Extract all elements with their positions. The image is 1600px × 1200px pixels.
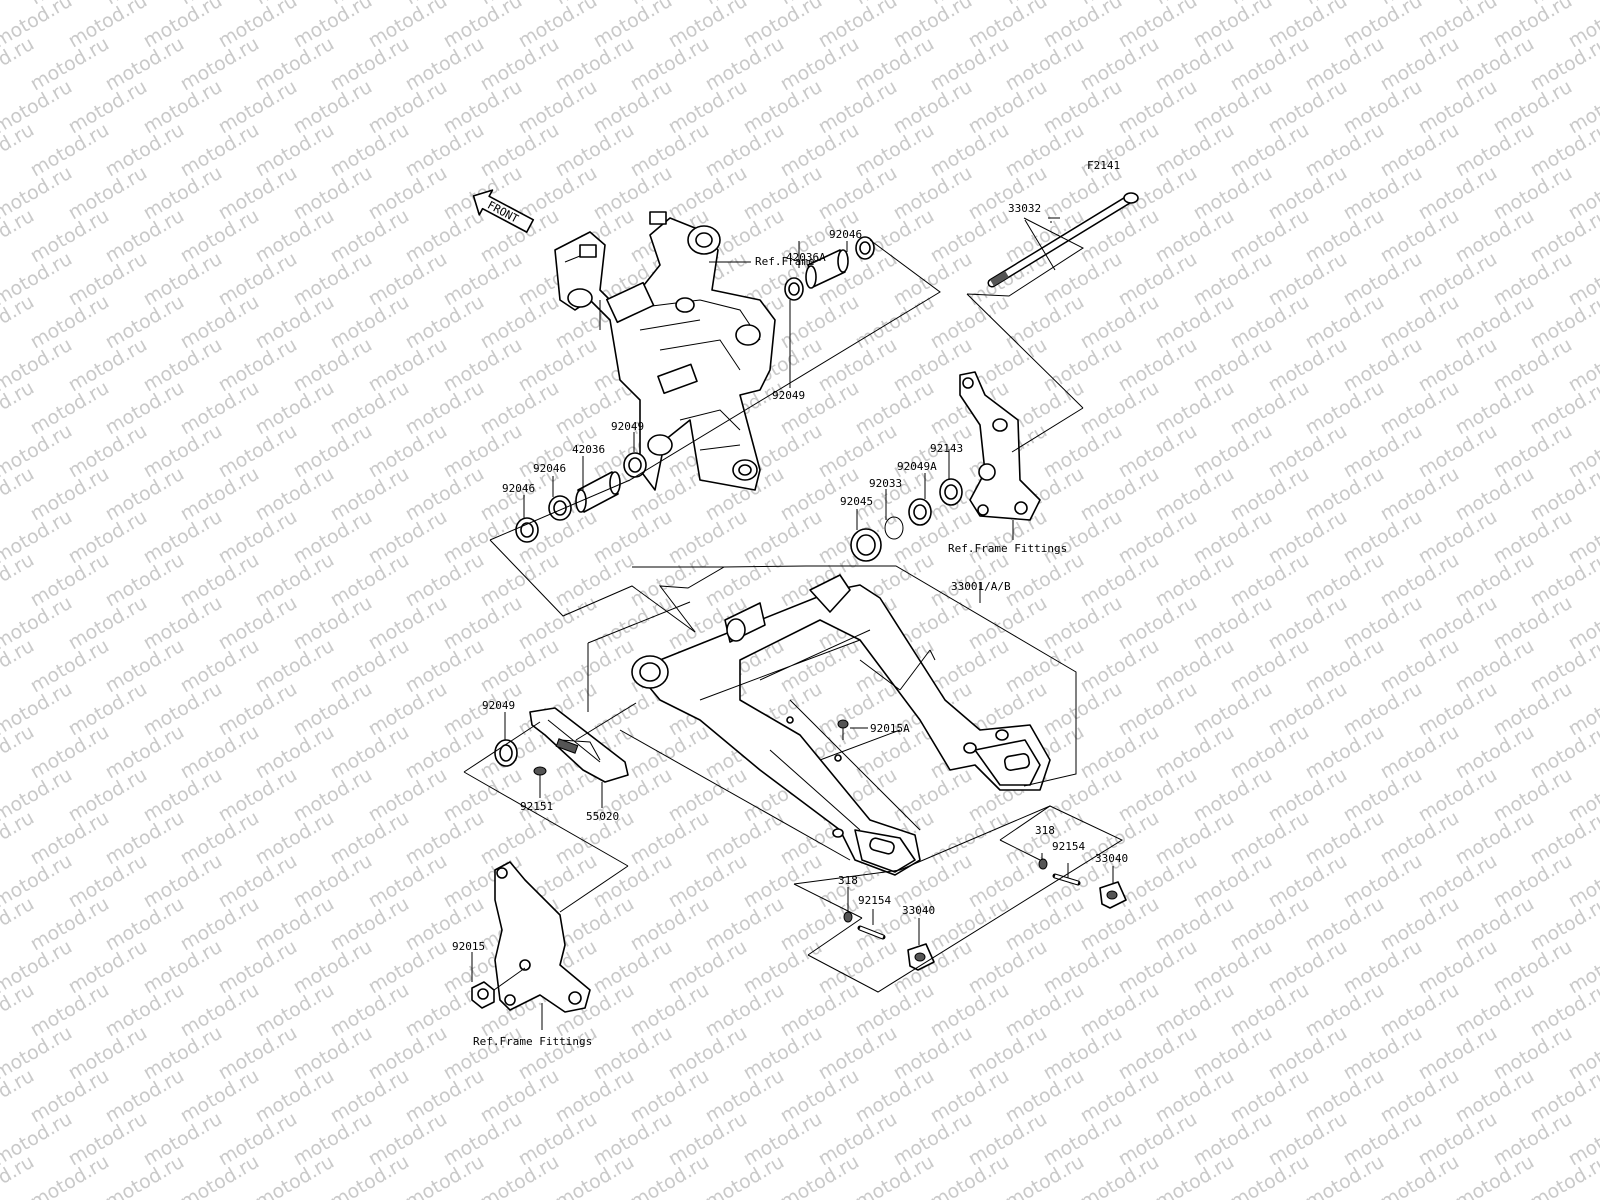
label-92154-right: 92154 [1052,840,1085,853]
leader-lines [463,217,1124,1030]
label-92015: 92015 [452,940,485,953]
label-92049-upper: 92049 [772,389,805,402]
label-92046-mid: 92046 [533,462,566,475]
watermark-text: motod.ru [1527,1151,1600,1200]
label-318-right: 318 [1035,824,1055,837]
screw-92151 [533,766,547,790]
label-92015A: 92015A [870,722,910,735]
chain-slider-55020 [529,707,629,783]
label-92049-low: 92049 [482,699,515,712]
frame-ref [554,211,776,491]
bracket-left [494,861,591,1013]
label-92151: 92151 [520,800,553,813]
label-33001: 33001/A/B [951,580,1011,593]
bolt-92015A [837,719,849,740]
label-ref-frame: Ref.Frame [755,255,815,268]
label-42036: 42036 [572,443,605,456]
label-ref-frame-fittings-left: Ref.Frame Fittings [473,1035,592,1048]
front-badge: FRONT [485,199,521,226]
part-labels: F2141 33032 Ref.Frame 92046 42036A 92049… [452,159,1128,1048]
upper-right-bearings [784,236,875,301]
label-42036A: 42036A [786,251,826,264]
axle-33032 [987,192,1139,288]
label-92049A: 92049A [897,460,937,473]
label-33040-left: 33040 [902,904,935,917]
label-92045: 92045 [840,495,873,508]
right-bearings [850,478,963,562]
washer-92049-lower [494,739,518,767]
label-92046-top: 92046 [829,228,862,241]
bracket-right [959,371,1041,521]
label-33040-right: 33040 [1095,852,1128,865]
label-92143: 92143 [930,442,963,455]
diagram-code: F2141 [1087,159,1120,172]
adjuster-right [1038,858,1127,909]
label-92154-left: 92154 [858,894,891,907]
left-bearings [515,452,647,543]
label-92046-left: 92046 [502,482,535,495]
label-92033: 92033 [869,477,902,490]
nut-92015 [471,981,495,1009]
label-55020: 55020 [586,810,619,823]
label-ref-frame-fittings-right: Ref.Frame Fittings [948,542,1067,555]
adjuster-left [843,911,935,971]
swingarm-33001 [631,574,1051,876]
label-33032: 33032 [1008,202,1041,215]
label-92049-left: 92049 [611,420,644,433]
label-318-left: 318 [838,874,858,887]
